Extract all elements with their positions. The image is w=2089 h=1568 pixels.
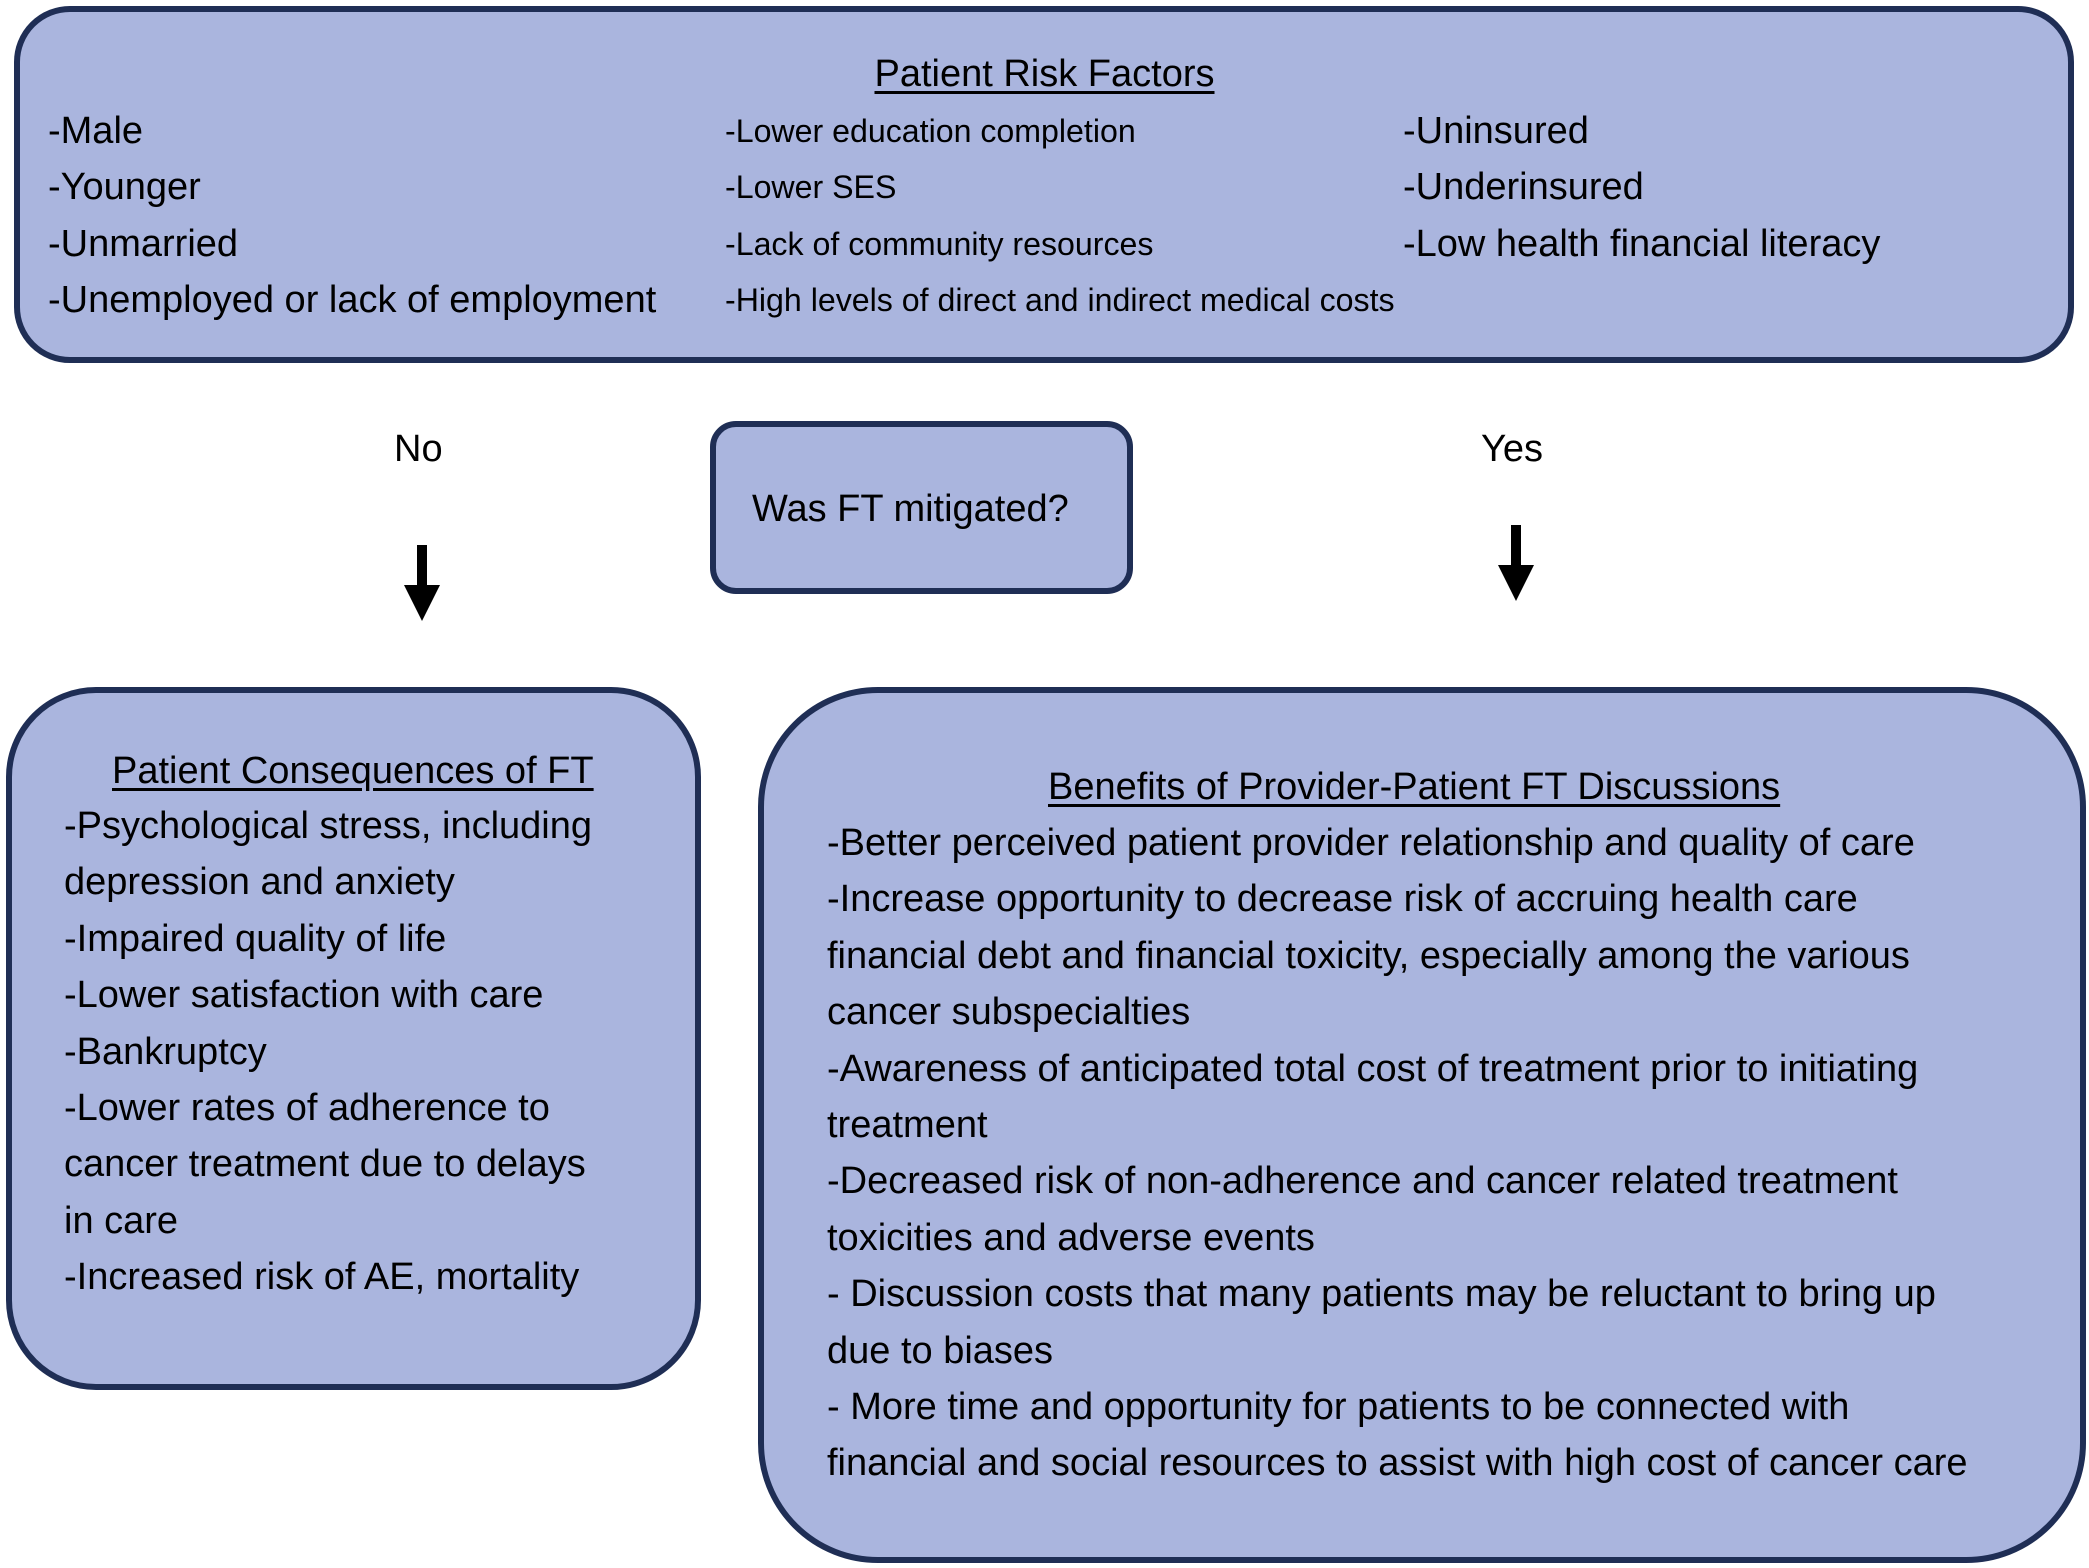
decision-box xyxy=(710,421,1133,594)
decision-question: Was FT mitigated? xyxy=(752,488,1069,530)
list-item: -Decreased risk of non-adherence and can… xyxy=(827,1160,1898,1203)
risk-factor-item: -Unemployed or lack of employment xyxy=(48,278,657,321)
list-item: - More time and opportunity for patients… xyxy=(827,1386,1850,1429)
list-item: -Lower rates of adherence to xyxy=(64,1087,550,1130)
list-item: - Discussion costs that many patients ma… xyxy=(827,1273,1936,1316)
risk-factor-item: -Underinsured xyxy=(1403,166,1644,209)
list-item: cancer subspecialties xyxy=(827,991,1191,1034)
risk-factor-item: -Lack of community resources xyxy=(725,225,1154,262)
benefits-title: Benefits of Provider-Patient FT Discussi… xyxy=(1048,766,1781,808)
risk-factor-item: -Uninsured xyxy=(1403,110,1589,152)
list-item: toxicities and adverse events xyxy=(827,1216,1315,1259)
yes-arrow-icon xyxy=(1498,525,1534,601)
consequences-list: -Psychological stress, including depress… xyxy=(64,798,592,1306)
list-item: -Better perceived patient provider relat… xyxy=(827,822,1915,864)
list-item: -Psychological stress, including xyxy=(64,805,593,847)
risk-factor-item: -Lower education completion xyxy=(725,113,1136,149)
yes-label: Yes xyxy=(1481,428,1543,470)
list-item: -Impaired quality of life xyxy=(64,917,447,960)
risk-factor-item: -Unmarried xyxy=(48,222,239,265)
risk-factors-column-3: -Uninsured -Underinsured -Low health fin… xyxy=(1403,103,1880,272)
risk-factor-item: -Low health financial literacy xyxy=(1403,222,1881,265)
list-item: -Lower satisfaction with care xyxy=(64,974,544,1017)
list-item: financial debt and financial toxicity, e… xyxy=(827,934,1910,977)
list-item: -Bankruptcy xyxy=(64,1030,267,1073)
risk-factors-title: Patient Risk Factors xyxy=(874,53,1215,95)
list-item: depression and anxiety xyxy=(64,861,455,904)
benefits-list: -Better perceived patient provider relat… xyxy=(827,815,1968,1492)
list-item: -Awareness of anticipated total cost of … xyxy=(827,1047,1919,1090)
list-item: treatment xyxy=(827,1104,988,1147)
risk-factor-item: -Younger xyxy=(48,166,201,209)
no-arrow-icon xyxy=(404,545,440,621)
list-item: due to biases xyxy=(827,1329,1054,1372)
risk-factor-item: -Male xyxy=(48,110,144,152)
consequences-title: Patient Consequences of FT xyxy=(112,750,594,792)
benefits-box xyxy=(758,687,2086,1563)
consequences-box xyxy=(6,687,701,1390)
risk-factors-box xyxy=(14,6,2074,363)
risk-factor-item: -Lower SES xyxy=(725,169,897,206)
list-item: financial and social resources to assist… xyxy=(827,1442,1968,1485)
risk-factor-item: -High levels of direct and indirect medi… xyxy=(725,281,1395,318)
risk-factors-column-2: -Lower education completion -Lower SES -… xyxy=(725,103,1395,328)
list-item: in care xyxy=(64,1199,179,1242)
no-label: No xyxy=(394,428,443,470)
list-item: -Increase opportunity to decrease risk o… xyxy=(827,878,1858,921)
list-item: cancer treatment due to delays xyxy=(64,1143,586,1186)
list-item: -Increased risk of AE, mortality xyxy=(64,1256,580,1299)
risk-factors-column-1: -Male -Younger -Unmarried -Unemployed or… xyxy=(48,103,656,328)
